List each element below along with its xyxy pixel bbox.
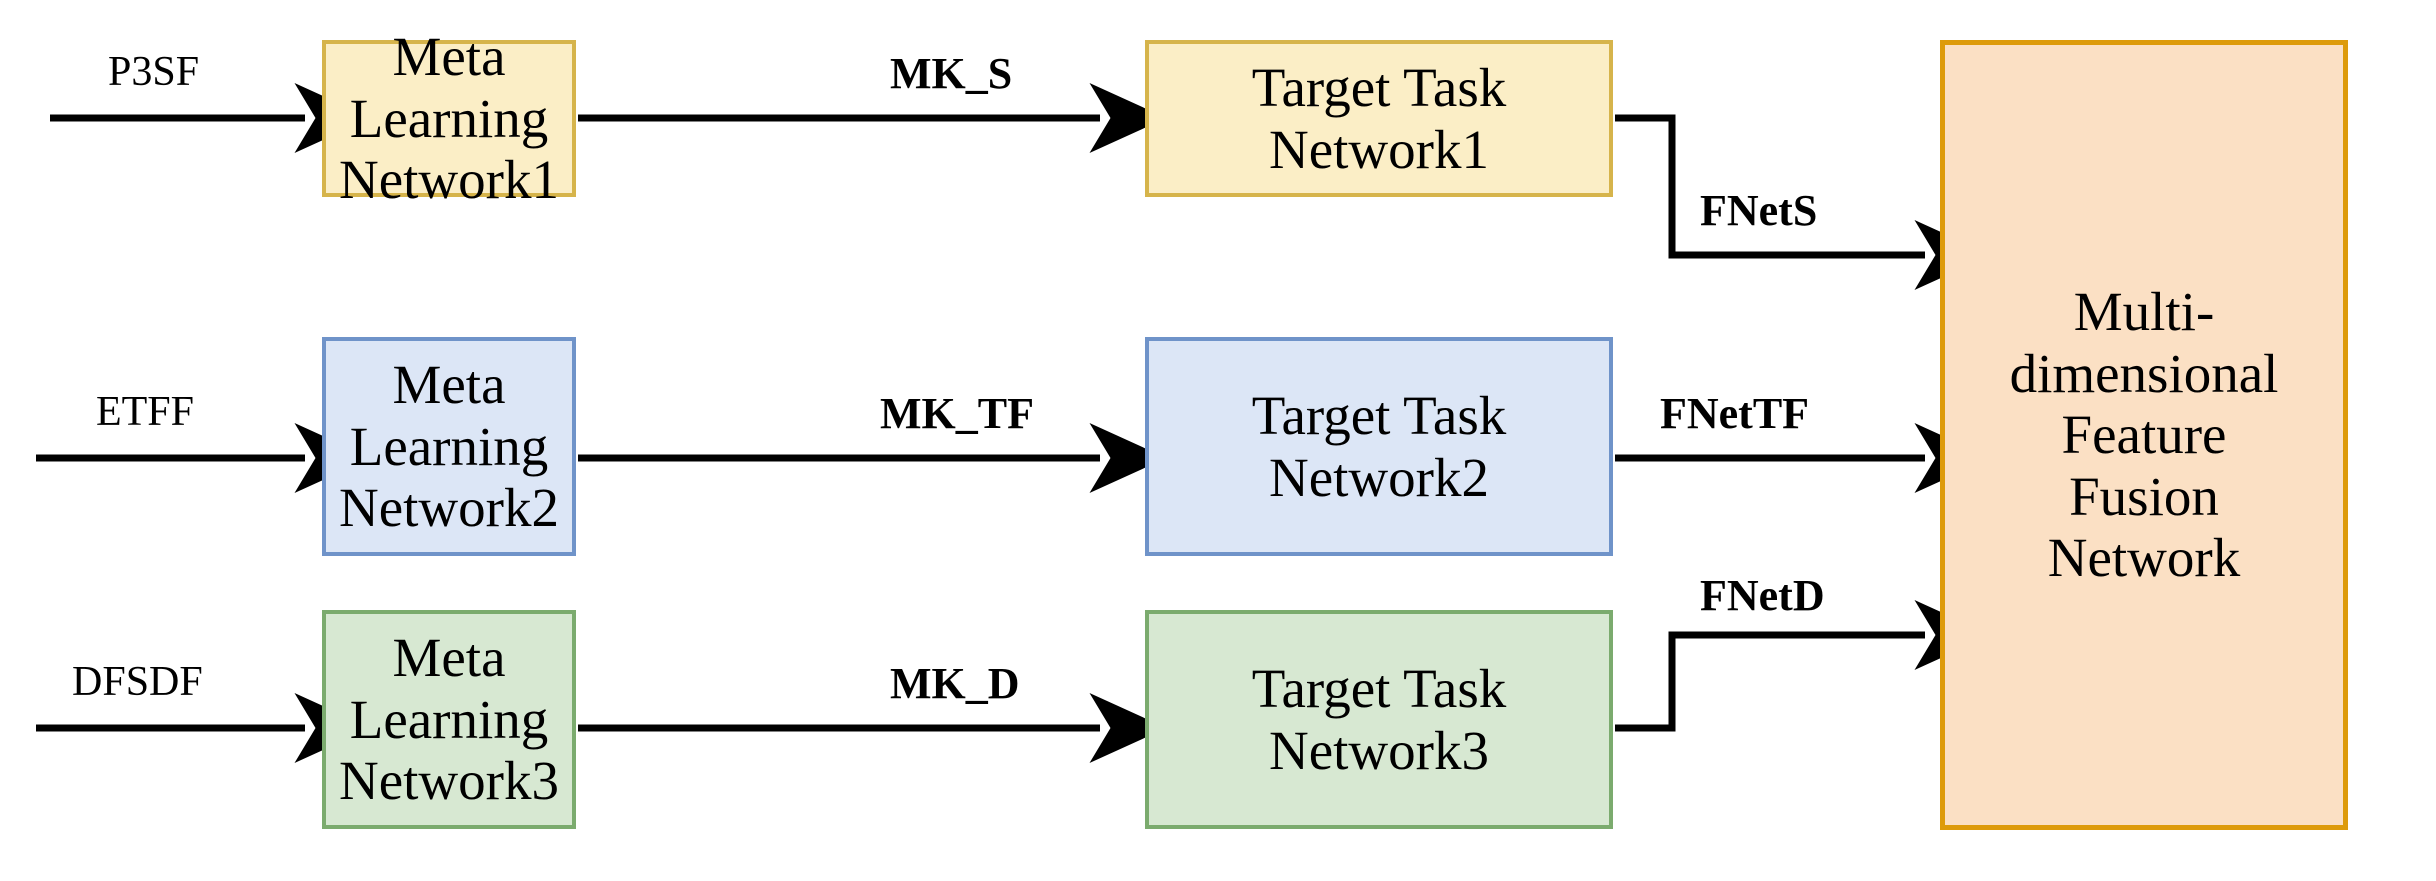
out-label-row2: FNetTF [1660,389,1810,438]
task1-line2: Network1 [1269,118,1489,180]
task3-line2: Network3 [1269,719,1489,781]
fusion-line4: Fusion [2069,465,2219,527]
meta3-line1: Meta Learning [349,627,549,750]
meta2-line1: Meta Learning [349,354,549,477]
target-task-network-3[interactable]: Target Task Network3 [1145,610,1613,829]
target-task-network-2[interactable]: Target Task Network2 [1145,337,1613,556]
arrow-out-row3 [1615,600,1992,732]
meta2-line2: Network2 [339,477,559,539]
out-label-row1: FNetS [1700,186,1818,235]
mid-label-row3: MK_D [890,659,1020,708]
input-label-row1: P3SF [108,49,200,95]
mid-label-row2: MK_TF [880,389,1034,438]
task2-line2: Network2 [1269,446,1489,508]
out-label-row3: FNetD [1700,571,1825,620]
fusion-line5: Network [2047,527,2241,589]
input-label-row2: ETFF [96,389,195,435]
meta-learning-network-1[interactable]: Meta Learning Network1 [322,26,576,210]
meta3-line2: Network3 [339,750,559,812]
meta-learning-network-2[interactable]: Meta Learning Network2 [322,337,576,556]
task3-line1: Target Task [1251,657,1507,719]
input-label-row3: DFSDF [72,659,203,705]
mid-label-row1: MK_S [890,49,1013,98]
multi-dimensional-feature-fusion-network[interactable]: Multi- dimensional Feature Fusion Networ… [1940,40,2348,830]
task1-line1: Target Task [1251,56,1507,118]
meta-learning-network-3[interactable]: Meta Learning Network3 [322,610,576,829]
fusion-line1: Multi- [2073,281,2215,343]
task2-line1: Target Task [1251,384,1507,446]
target-task-network-1[interactable]: Target Task Network1 [1145,40,1613,197]
meta1-line1: Meta Learning [349,26,549,149]
fusion-line2: dimensional [2009,342,2279,404]
meta1-line2: Network1 [339,149,559,211]
fusion-line3: Feature [2061,404,2227,466]
